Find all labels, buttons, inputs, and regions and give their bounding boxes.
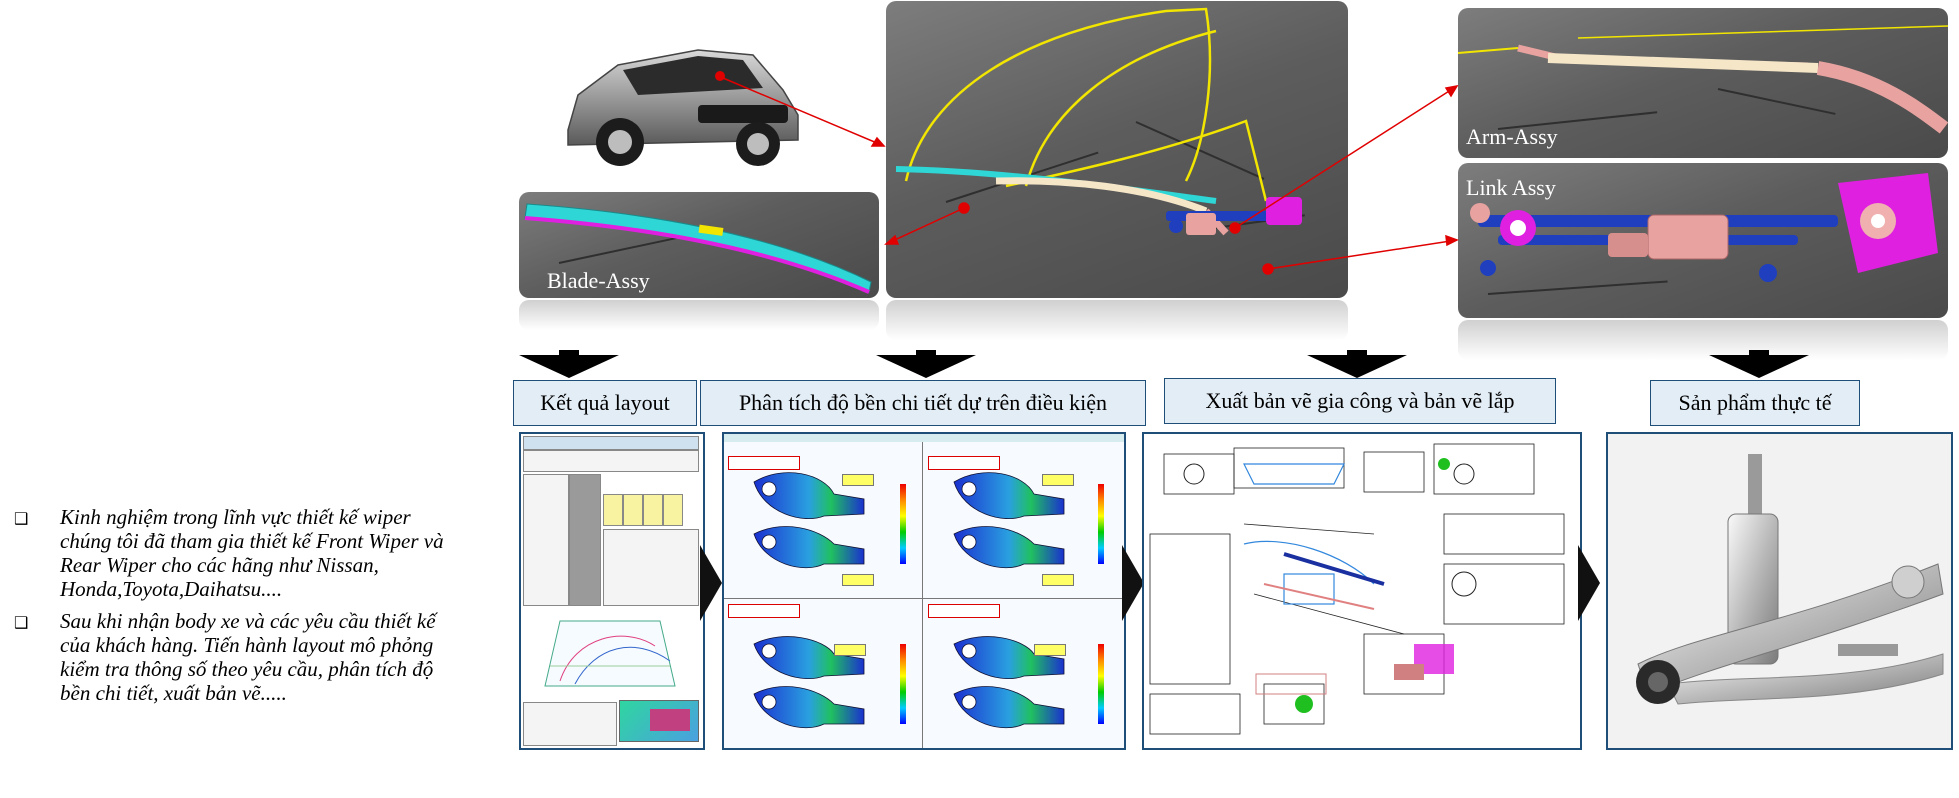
link-assy-icon [1470,173,1938,282]
windshield-layout-icon [544,620,676,687]
stage-label-drawings: Xuất bản vẽ gia công và bản vẽ lắp [1164,378,1556,424]
bullet-text: Kinh nghiệm trong lĩnh vực thiết kế wipe… [60,505,444,601]
arm-assy-photo: Arm-Assy [1458,8,1948,158]
blade-assy-photo: Blade-Assy [519,192,879,298]
right-arrow-icon [1122,545,1144,621]
stage-label-real-product: Sản phẩm thực tế [1650,380,1860,426]
stage-label-strength-analysis: Phân tích độ bền chi tiết dự trên điều k… [700,380,1146,426]
fea-result-icon [753,472,1065,728]
bullet-item: ❑ Sau khi nhận body xe và các yêu cầu th… [14,609,454,705]
car-photo [548,20,818,180]
wiper-system-photo [886,1,1348,298]
strength-analysis-panel [722,432,1126,750]
technical-drawing-icon [1149,443,1565,735]
arm-assy-label: Arm-Assy [1466,124,1558,149]
arm-assy-icon [1458,25,1948,134]
checkbox-bullet-icon: ❑ [14,613,29,632]
down-arrow-icon [1709,350,1809,378]
stage-label-layout: Kết quả layout [513,380,697,426]
drawings-panel [1142,432,1582,750]
description-bullets: ❑ Kinh nghiệm trong lĩnh vực thiết kế wi… [14,505,454,713]
blade-assy-icon [524,203,872,294]
down-arrow-icon [519,350,619,378]
wiper-system-reflection [886,300,1348,340]
right-arrow-icon [700,545,722,621]
real-product-panel [1606,432,1953,750]
wiper-layout-icon [895,7,1302,236]
bullet-text: Sau khi nhận body xe và các yêu cầu thiế… [60,609,436,705]
down-arrow-icon [1307,350,1407,378]
layout-result-panel [519,432,705,750]
blade-assy-label: Blade-Assy [547,268,650,293]
link-assy-photo: Link Assy [1458,163,1948,318]
suv-car-icon [567,49,799,166]
bullet-item: ❑ Kinh nghiệm trong lĩnh vực thiết kế wi… [14,505,454,601]
blade-reflection [519,300,879,330]
checkbox-bullet-icon: ❑ [14,509,29,528]
down-arrow-icon [876,350,976,378]
link-assy-reflection [1458,320,1948,360]
wiper-linkage-product-icon [1636,454,1944,705]
right-arrow-icon [1578,545,1600,621]
link-assy-label: Link Assy [1466,175,1556,200]
